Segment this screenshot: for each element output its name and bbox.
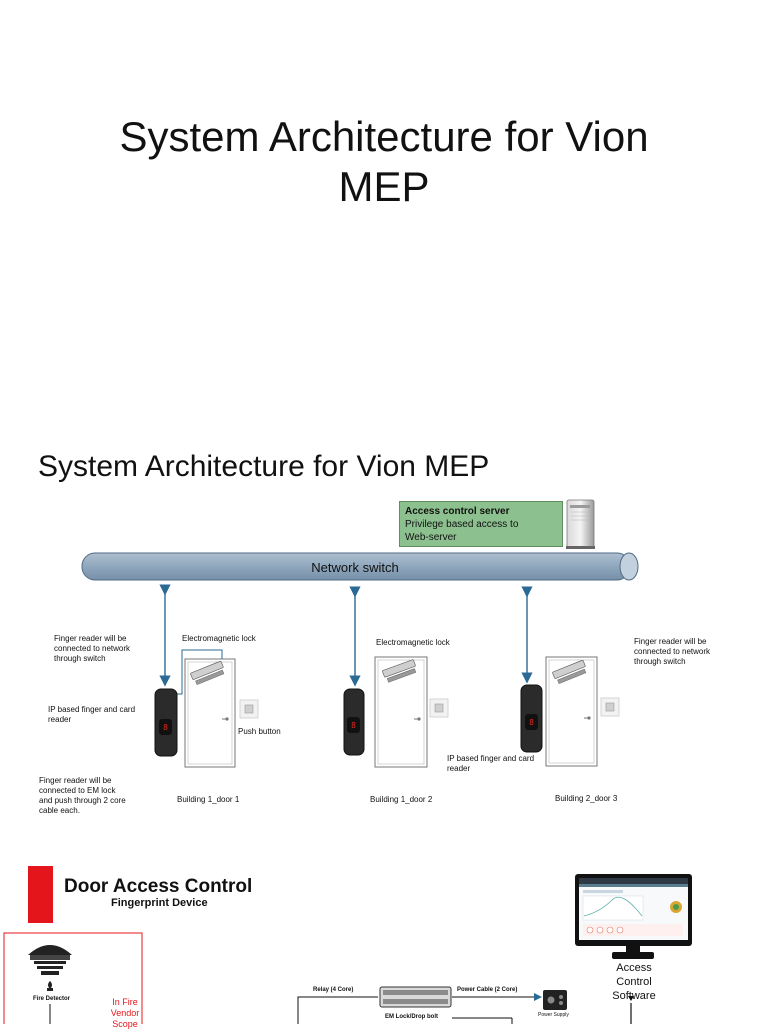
- em-lock-3-icon: [552, 659, 587, 684]
- power-cable-label: Power Cable (2 Core): [457, 987, 518, 993]
- red-accent-bar: [28, 866, 53, 923]
- note-ip-reader-left: IP based finger and card reader: [48, 705, 135, 725]
- note-left-top: Finger reader will be connected to netwo…: [54, 634, 130, 664]
- note-line: through switch: [634, 657, 686, 666]
- em-lock-1-icon: [190, 660, 225, 685]
- fire-vendor-line: Scope: [112, 1019, 138, 1029]
- note-line: reader: [447, 764, 471, 773]
- door-access-subtitle: Fingerprint Device: [111, 897, 208, 909]
- slide1-title-line2: MEP: [338, 163, 430, 210]
- note-line: Finger reader will be: [54, 634, 127, 643]
- fire-vendor-line: Vendor: [110, 1008, 140, 1018]
- note-line: through switch: [54, 654, 106, 663]
- svg-text:8: 8: [351, 721, 356, 730]
- note-line: cable each.: [39, 806, 80, 815]
- label-door-2: Building 1_door 2: [370, 795, 433, 804]
- fire-vendor-line: In Fire: [112, 997, 138, 1007]
- note-line: Finger reader will be: [634, 637, 707, 646]
- note-line: IP based finger and card: [447, 754, 535, 763]
- label-door-1: Building 1_door 1: [177, 795, 240, 804]
- reader-2-icon: 8: [343, 688, 365, 756]
- label-em-lock-1: Electromagnetic lock: [182, 634, 256, 643]
- note-line: connected to network: [634, 647, 711, 656]
- software-line: Software: [612, 990, 656, 1002]
- push-button-3-icon: [600, 697, 620, 717]
- push-button-icon: [239, 699, 259, 719]
- access-control-monitor-icon: [575, 874, 692, 959]
- fire-vendor-scope-label: In Fire Vendor Scope: [104, 997, 146, 1030]
- label-push-button: Push button: [238, 727, 281, 736]
- door-access-title: Door Access Control: [64, 876, 253, 897]
- label-door-3: Building 2_door 3: [555, 794, 618, 803]
- note-bottom-left: Finger reader will be connected to EM lo…: [39, 776, 126, 816]
- label-em-lock-2: Electromagnetic lock: [376, 638, 450, 647]
- access-control-server-box: Access control server Privilege based ac…: [399, 501, 563, 547]
- slide1-title-line1: System Architecture for Vion: [119, 113, 649, 160]
- reader-lock-wire: [176, 649, 223, 695]
- slide1-title: System Architecture for Vion MEP: [0, 112, 768, 212]
- note-line: IP based finger and card: [48, 705, 136, 714]
- network-switch-label: Network switch: [311, 560, 399, 575]
- svg-text:8: 8: [163, 723, 168, 732]
- push-button-2-icon: [429, 698, 449, 718]
- reader-1-icon: 8: [154, 688, 178, 757]
- power-supply-label: Power Supply: [538, 1012, 569, 1018]
- em-lock-label: EM Lock/Drop bolt: [385, 1014, 438, 1020]
- access-control-software-label: Access Control Software: [600, 961, 668, 1003]
- fire-detector-icon: [28, 945, 72, 991]
- note-line: and push through 2 core: [39, 796, 126, 805]
- network-switch-pipe: [81, 552, 639, 581]
- em-lock-drop-bolt-icon: [379, 986, 452, 1008]
- note-right-top: Finger reader will be connected to netwo…: [634, 637, 710, 667]
- note-line: connected to network: [54, 644, 131, 653]
- power-supply-icon: [543, 990, 567, 1010]
- server-title: Access control server: [405, 506, 510, 517]
- server-desc-line2: Web-server: [405, 532, 457, 543]
- svg-text:8: 8: [529, 718, 534, 727]
- fire-vendor-box: [3, 932, 143, 1024]
- server-desc-line1: Privilege based access to: [405, 519, 519, 530]
- reader-3-icon: 8: [520, 684, 543, 753]
- em-lock-2-icon: [382, 659, 417, 683]
- network-arrows: [159, 584, 533, 687]
- server-tower-icon: [566, 499, 595, 549]
- software-line: Access: [616, 962, 652, 974]
- note-line: Finger reader will be: [39, 776, 112, 785]
- note-ip-reader-right: IP based finger and card reader: [447, 754, 534, 774]
- relay-label: Relay (4 Core): [313, 987, 354, 993]
- note-line: reader: [48, 715, 72, 724]
- fire-detector-label: Fire Detector: [33, 996, 71, 1002]
- note-line: connected to EM lock: [39, 786, 116, 795]
- software-line: Control: [616, 976, 652, 988]
- slide2-title: System Architecture for Vion MEP: [38, 450, 490, 483]
